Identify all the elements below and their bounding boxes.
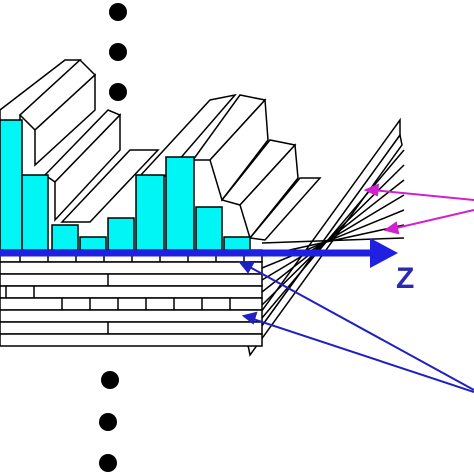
bar-9 xyxy=(223,236,251,251)
dot-6 xyxy=(99,454,117,472)
cyan-bars xyxy=(0,119,251,251)
layer-3 xyxy=(0,273,263,287)
layer-7 xyxy=(0,321,263,335)
bar-4 xyxy=(79,236,107,251)
blue-arrowhead-2 xyxy=(241,311,258,325)
bar-3 xyxy=(51,224,79,251)
bar-6 xyxy=(135,174,165,251)
blue-arrow-1 xyxy=(245,264,474,391)
bar-1 xyxy=(0,119,23,251)
blue-arrowhead-1 xyxy=(237,260,255,274)
layer-6 xyxy=(0,309,263,323)
z-axis-arrowhead xyxy=(370,238,398,268)
magenta-pointers xyxy=(363,183,474,235)
rib-right-4 xyxy=(239,143,299,240)
rib-right-2 xyxy=(209,98,269,202)
rib-step-1 xyxy=(34,73,96,167)
layer-bottom xyxy=(0,333,263,347)
blue-arrow-2 xyxy=(249,317,474,393)
magenta-arrow-2 xyxy=(391,209,474,230)
dot-4 xyxy=(101,371,119,389)
layer-4 xyxy=(0,285,263,299)
plate-edge xyxy=(261,164,405,306)
dot-2 xyxy=(109,43,127,61)
magenta-arrowhead-2 xyxy=(383,221,400,235)
magenta-arrow-1 xyxy=(371,189,474,201)
plate-edge xyxy=(261,237,405,244)
magenta-arrowhead-1 xyxy=(363,183,380,197)
plate-edge xyxy=(261,179,405,293)
multilayer-block xyxy=(0,249,263,347)
dot-1 xyxy=(109,3,127,21)
rib-step-2 xyxy=(54,113,121,222)
dotted-ellipsis-column xyxy=(99,3,127,472)
bar-7 xyxy=(165,156,195,251)
layer-5 xyxy=(0,297,263,311)
plate-edge xyxy=(261,194,405,281)
z-axis: Z xyxy=(0,238,414,295)
step-ribs xyxy=(0,58,322,251)
bar-5 xyxy=(107,217,135,251)
layer-2 xyxy=(0,261,263,275)
bar-8 xyxy=(195,206,223,251)
plate-edge xyxy=(261,209,405,269)
bar-2 xyxy=(21,174,49,251)
dot-5 xyxy=(99,413,117,431)
blue-pointers xyxy=(237,260,474,393)
rib-right-5 xyxy=(248,177,322,241)
rib-step-2b xyxy=(60,149,160,223)
z-axis-label: Z xyxy=(396,262,414,295)
dot-3 xyxy=(109,83,127,101)
